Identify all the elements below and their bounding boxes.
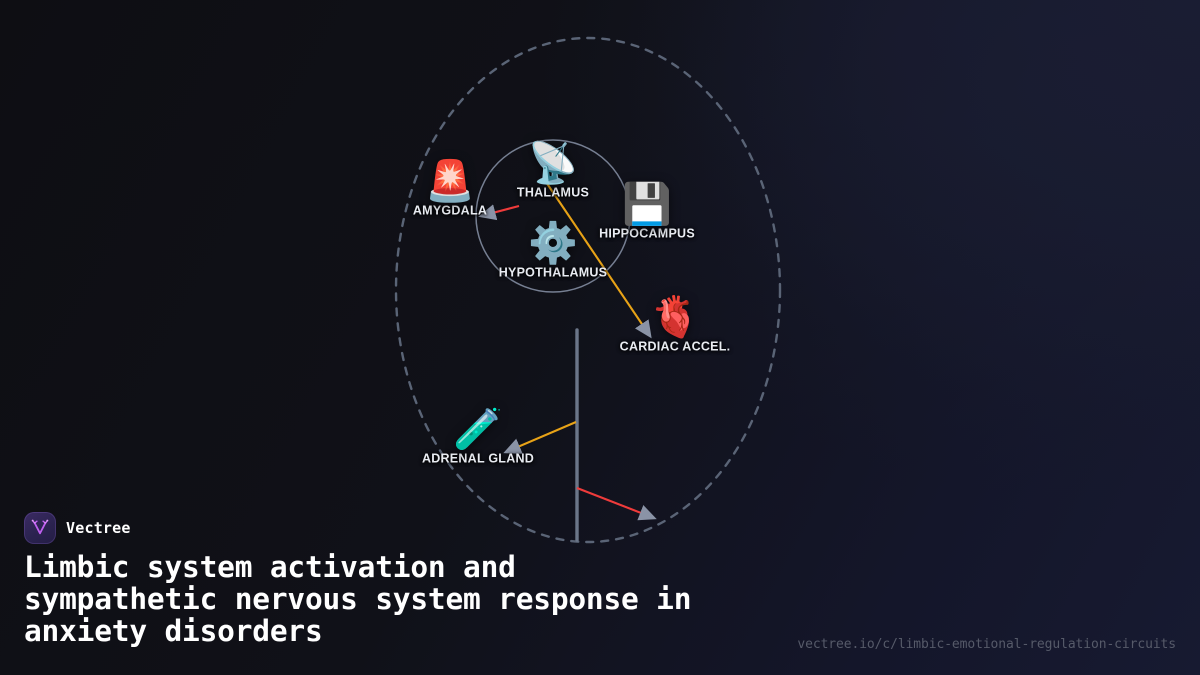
node-label-adrenal-gland: ADRENAL GLAND xyxy=(421,451,535,466)
gear-icon: ⚙️ xyxy=(528,221,578,266)
brand-block: Vectree xyxy=(24,512,131,544)
node-hippocampus[interactable]: 💾HIPPOCAMPUS xyxy=(599,184,695,241)
satellite-dish-icon: 📡 xyxy=(528,141,578,186)
system-boundary-ellipse xyxy=(394,36,782,544)
site-url: vectree.io/c/limbic-emotional-regulation… xyxy=(797,637,1176,652)
node-label-thalamus: THALAMUS xyxy=(516,185,590,200)
page-title: Limbic system activation and sympathetic… xyxy=(24,550,692,648)
brand-name: Vectree xyxy=(66,519,131,537)
node-thalamus[interactable]: 📡THALAMUS xyxy=(517,143,589,200)
node-label-amygdala: AMYGDALA xyxy=(412,203,488,218)
node-label-hypothalamus: HYPOTHALAMUS xyxy=(498,265,608,280)
edge-divider-to-boundary xyxy=(576,487,657,521)
anatomical-heart-icon: 🫀 xyxy=(650,295,700,340)
edge-divider-to-adrenal xyxy=(503,421,577,454)
node-cardiac-accel[interactable]: 🫀CARDIAC ACCEL. xyxy=(620,297,731,354)
limbic-core-ring xyxy=(475,139,631,293)
edge-thalamus-to-amygdala xyxy=(478,204,520,221)
test-tube-icon: 🧪 xyxy=(453,407,503,452)
node-adrenal-gland[interactable]: 🧪ADRENAL GLAND xyxy=(422,409,534,466)
node-label-cardiac-accel: CARDIAC ACCEL. xyxy=(619,339,731,354)
node-amygdala[interactable]: 🚨AMYGDALA xyxy=(413,161,487,218)
node-hypothalamus[interactable]: ⚙️HYPOTHALAMUS xyxy=(499,223,608,280)
node-label-hippocampus: HIPPOCAMPUS xyxy=(599,226,695,241)
edge-layer xyxy=(478,181,657,521)
floppy-disk-icon: 💾 xyxy=(622,182,672,227)
siren-icon: 🚨 xyxy=(425,159,475,204)
vectree-v-tree-logo-icon xyxy=(24,512,56,544)
edge-thalamus-to-cardiac xyxy=(545,181,652,339)
